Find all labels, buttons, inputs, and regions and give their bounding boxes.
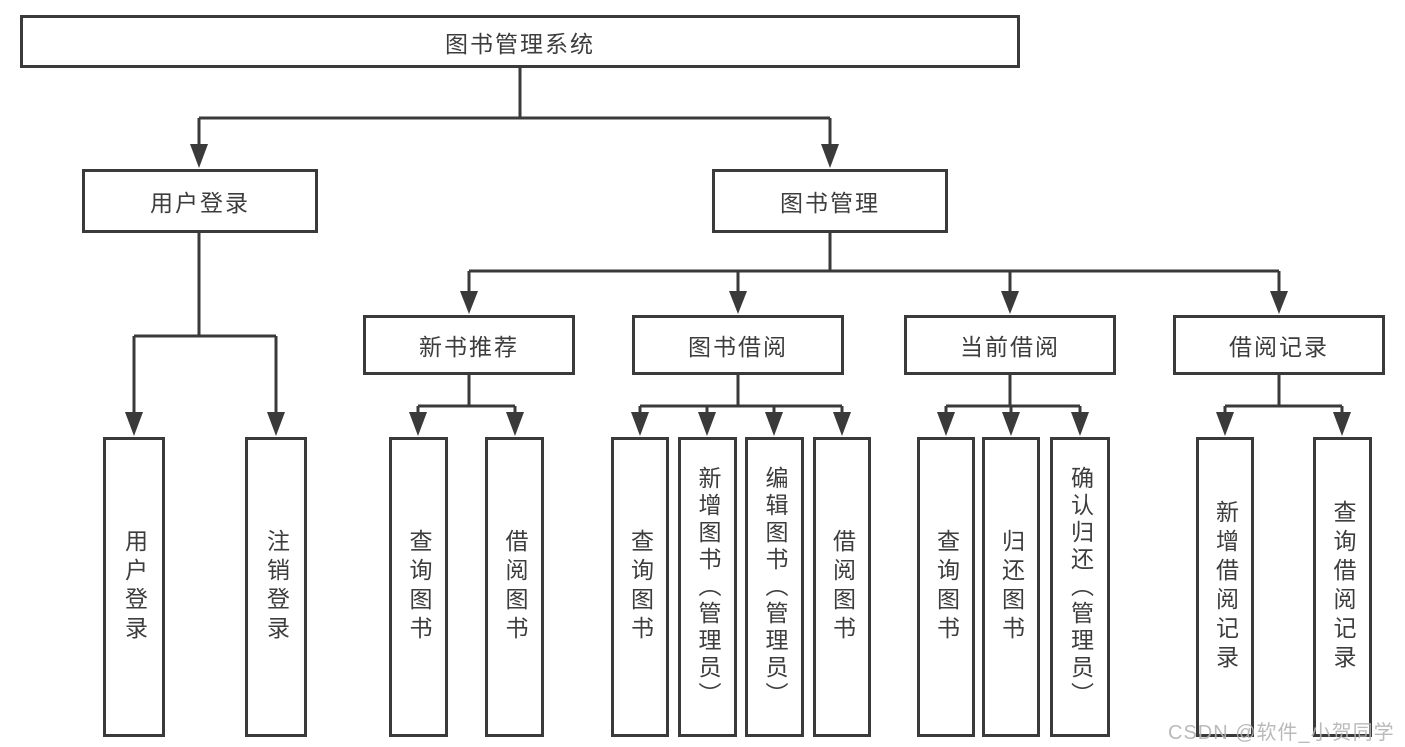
leaf-confirm-return-admin: 确认归还（管理员）	[1050, 437, 1110, 737]
leaf-add-books-admin: 新增图书（管理员）	[678, 437, 737, 737]
leaf-query-books-borrowing: 查询图书	[611, 437, 669, 737]
leaf-return-books: 归还图书	[982, 437, 1040, 737]
node-user-login: 用户登录	[82, 169, 318, 233]
leaf-query-borrow-record: 查询借阅记录	[1313, 437, 1372, 737]
leaf-query-books-current: 查询图书	[917, 437, 975, 737]
leaf-logout: 注销登录	[245, 437, 307, 737]
leaf-user-login: 用户登录	[103, 437, 165, 737]
node-book-borrowing: 图书借阅	[632, 315, 844, 375]
node-book-management-system: 图书管理系统	[20, 15, 1020, 68]
leaf-edit-books-admin: 编辑图书（管理员）	[745, 437, 804, 737]
node-new-book-recommend: 新书推荐	[363, 315, 575, 375]
leaf-borrow-books-borrowing: 借阅图书	[813, 437, 871, 737]
node-borrowing-records: 借阅记录	[1173, 315, 1385, 375]
node-current-borrowing: 当前借阅	[904, 315, 1116, 375]
node-book-management: 图书管理	[712, 169, 948, 233]
leaf-borrow-books-recommend: 借阅图书	[485, 437, 544, 737]
csdn-watermark: CSDN @软件_小贺同学	[1168, 722, 1395, 744]
leaf-query-books-recommend: 查询图书	[389, 437, 448, 737]
leaf-add-borrow-record: 新增借阅记录	[1196, 437, 1254, 737]
